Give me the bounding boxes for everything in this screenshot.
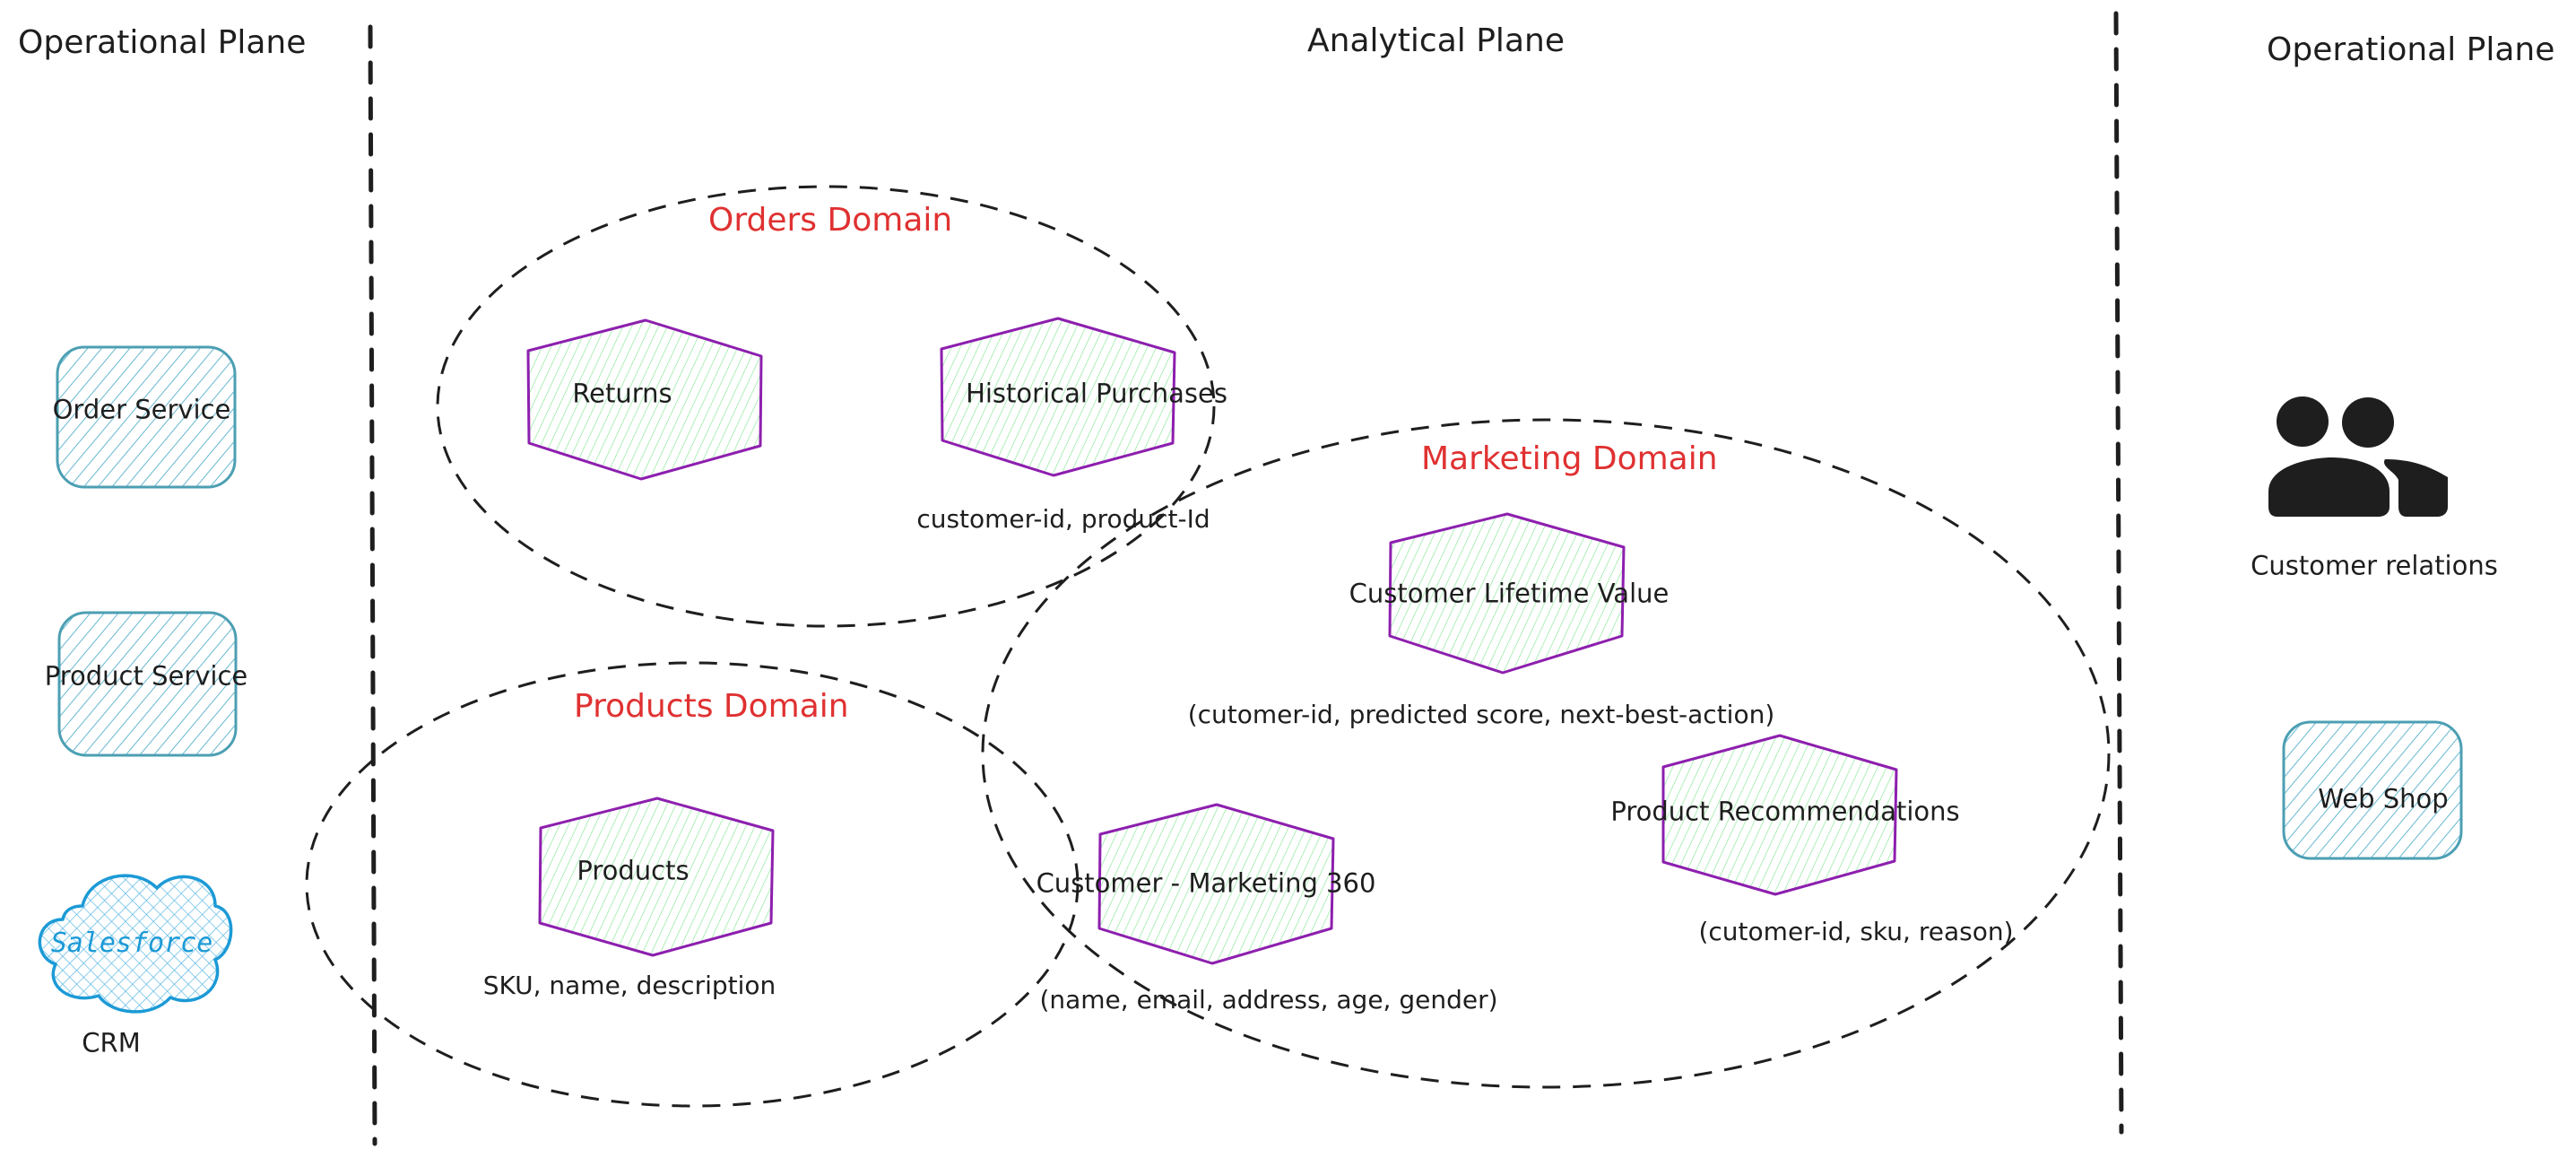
customer-lifetime-value-attributes: (cutomer-id, predicted score, next-best-… (1187, 700, 1775, 729)
center-plane-title: Analytical Plane (1307, 22, 1565, 59)
crm-label: CRM (82, 1027, 141, 1058)
web-shop-box[interactable] (2282, 720, 2463, 860)
hexagon-historical-purchases[interactable] (940, 317, 1176, 477)
hexagon-customer-lifetime-value[interactable] (1388, 512, 1626, 675)
hexagon-customer-marketing-360[interactable] (1097, 803, 1335, 965)
salesforce-cloud-icon[interactable] (38, 874, 233, 1014)
returns-label: Returns (572, 378, 672, 409)
left-plane-divider (368, 24, 377, 1146)
products-domain-boundary (305, 661, 1080, 1108)
customer-lifetime-value-label: Customer Lifetime Value (1349, 578, 1670, 609)
order-service-label: Order Service (52, 394, 231, 425)
customer-marketing-360-label: Customer - Marketing 360 (1036, 867, 1376, 899)
right-plane-title: Operational Plane (2267, 31, 2555, 68)
marketing-domain-title: Marketing Domain (1421, 440, 1718, 477)
product-recommendations-label: Product Recommendations (1610, 796, 1960, 827)
order-service-box[interactable] (56, 345, 237, 489)
historical-purchases-label: Historical Purchases (966, 378, 1227, 409)
orders-domain-title: Orders Domain (708, 202, 953, 239)
product-service-box[interactable] (57, 611, 238, 757)
web-shop-label: Web Shop (2318, 783, 2449, 814)
product-recommendations-attributes: (cutomer-id, sku, reason) (1698, 917, 2014, 946)
right-plane-divider (2113, 11, 2124, 1135)
product-service-label: Product Service (44, 660, 248, 692)
products-domain-title: Products Domain (574, 688, 849, 725)
products-label: Products (577, 855, 690, 886)
products-attributes: SKU, name, description (482, 971, 776, 1000)
customer-marketing-360-attributes: (name, email, address, age, gender) (1039, 985, 1498, 1015)
marketing-domain-boundary (981, 418, 2111, 1089)
hexagon-product-recommendations[interactable] (1661, 734, 1898, 896)
orders-domain-boundary (436, 185, 1216, 628)
left-plane-title: Operational Plane (18, 24, 307, 61)
customer-relations-people-icon (2268, 396, 2448, 517)
salesforce-logo-text: Salesforce (50, 928, 213, 959)
historical-purchases-attributes: customer-id, product-Id (916, 504, 1210, 534)
hexagon-products[interactable] (538, 797, 775, 957)
hexagon-returns[interactable] (526, 318, 763, 481)
customer-relations-label: Customer relations (2251, 550, 2498, 581)
